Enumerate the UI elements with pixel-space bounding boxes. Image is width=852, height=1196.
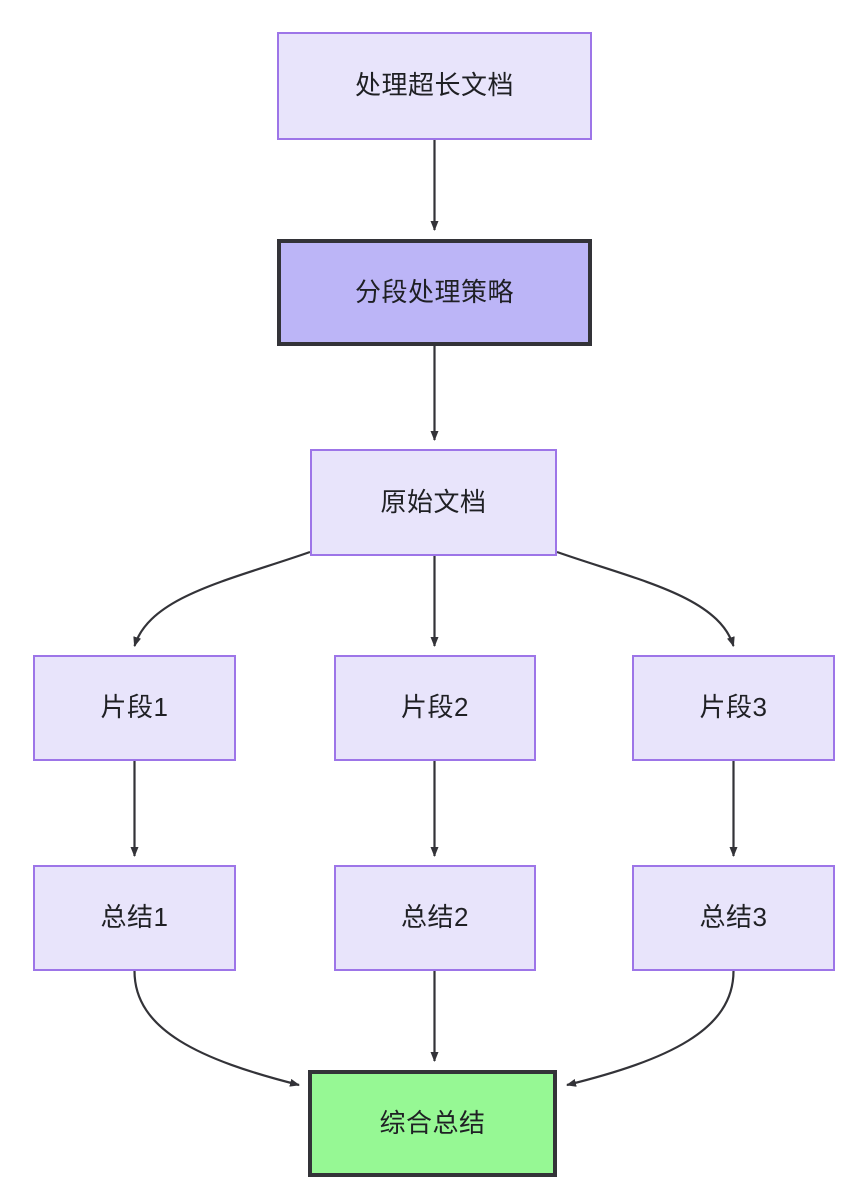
node-label: 片段3 <box>699 692 768 723</box>
node-label: 综合总结 <box>379 1107 486 1138</box>
node-label: 片段2 <box>401 692 469 723</box>
node-label: 片段1 <box>100 692 169 723</box>
edge-original-document-to-fragment-1 <box>133 550 311 647</box>
node-summary-1[interactable]: 总结1 <box>33 865 236 971</box>
node-chunking-strategy[interactable]: 分段处理策略 <box>277 239 592 346</box>
edge-summary-3-to-final-summary <box>566 970 735 1087</box>
node-fragment-2[interactable]: 片段2 <box>334 655 536 761</box>
node-label: 总结3 <box>699 902 768 933</box>
node-fragment-3[interactable]: 片段3 <box>632 655 835 761</box>
node-label: 原始文档 <box>380 486 487 517</box>
node-label: 总结1 <box>100 902 169 933</box>
edge-summary-1-to-final-summary <box>133 970 300 1087</box>
edge-original-document-to-fragment-3 <box>556 550 735 647</box>
node-label: 处理超长文档 <box>354 70 514 101</box>
node-process-long-doc[interactable]: 处理超长文档 <box>277 32 592 140</box>
node-final-summary[interactable]: 综合总结 <box>308 1070 557 1177</box>
node-summary-3[interactable]: 总结3 <box>632 865 835 971</box>
node-label: 总结2 <box>401 902 469 933</box>
node-summary-2[interactable]: 总结2 <box>334 865 536 971</box>
node-original-document[interactable]: 原始文档 <box>310 449 557 556</box>
node-fragment-1[interactable]: 片段1 <box>33 655 236 761</box>
node-label: 分段处理策略 <box>354 276 514 307</box>
